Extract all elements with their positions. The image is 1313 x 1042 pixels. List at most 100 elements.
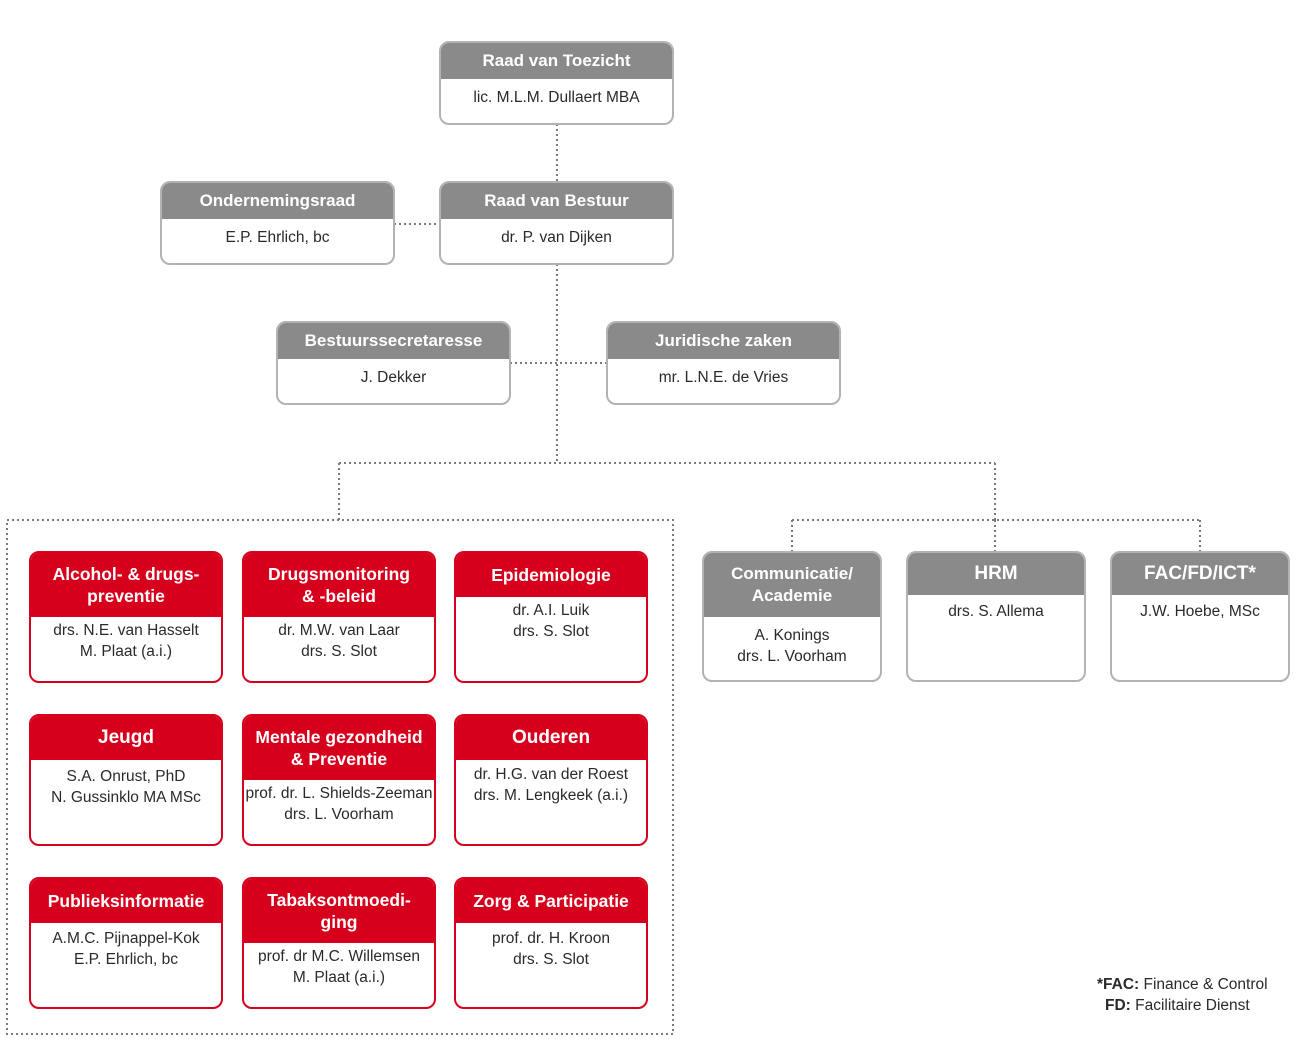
title-line: Jeugd	[98, 727, 154, 748]
title-line: HRM	[974, 563, 1018, 584]
box-jeugd: Jeugd S.A. Onrust, PhD N. Gussinklo MA M…	[29, 714, 223, 846]
title-line: Juridische zaken	[654, 331, 792, 350]
person-name: S.A. Onrust, PhD	[66, 768, 186, 785]
box-title: Raad van Toezicht	[441, 43, 672, 79]
box-title: Tabaksontmoedi- ging	[244, 879, 434, 943]
person-name: M. Plaat (a.i.)	[292, 969, 386, 986]
person-name: drs. L. Voorham	[737, 648, 847, 665]
box-names: dr. P. van Dijken	[441, 219, 672, 248]
title-line: Publieksinformatie	[47, 891, 205, 911]
title-line: Raad van Toezicht	[482, 51, 631, 70]
box-bestuurssecretaresse: Bestuurssecretaresse J. Dekker	[276, 321, 511, 405]
box-title: HRM	[908, 553, 1084, 595]
box-title: Raad van Bestuur	[441, 183, 672, 219]
person-name: drs. S. Slot	[513, 951, 589, 968]
person-name: drs. M. Lengkeek (a.i.)	[473, 787, 629, 804]
box-title: Ondernemingsraad	[162, 183, 393, 219]
title-line: & -beleid	[302, 586, 376, 606]
box-juridische-zaken: Juridische zaken mr. L.N.E. de Vries	[606, 321, 841, 405]
person-name: N. Gussinklo MA MSc	[51, 789, 201, 806]
box-title: Communicatie/ Academie	[704, 553, 880, 617]
person-name: dr. H.G. van der Roest	[473, 766, 629, 783]
box-names: dr. A.I. Luik drs. S. Slot	[456, 597, 646, 642]
box-names: E.P. Ehrlich, bc	[162, 219, 393, 248]
box-names: A. Konings drs. L. Voorham	[704, 617, 880, 667]
box-names: J. Dekker	[278, 359, 509, 388]
box-names: J.W. Hoebe, MSc	[1112, 595, 1288, 622]
box-title: Ouderen	[456, 716, 646, 760]
person-name: prof. dr. H. Kroon	[491, 930, 611, 947]
person-name: drs. L. Voorham	[284, 806, 394, 823]
person-name: prof. dr M.C. Willemsen	[258, 948, 420, 965]
footnote-key: FD:	[1105, 997, 1131, 1014]
box-epidemiologie: Epidemiologie dr. A.I. Luik drs. S. Slot	[454, 551, 648, 683]
title-line: Tabaksontmoedi-	[267, 890, 411, 910]
title-line: Raad van Bestuur	[484, 191, 629, 210]
title-line: Ouderen	[511, 727, 591, 748]
box-names: A.M.C. Pijnappel-Kok E.P. Ehrlich, bc	[31, 923, 221, 970]
box-mentale-gezondheid-preventie: Mentale gezondheid & Preventie prof. dr.…	[242, 714, 436, 846]
title-line: Academie	[751, 586, 833, 605]
title-line: Bestuurssecretaresse	[304, 331, 483, 350]
title-line: Zorg & Participatie	[473, 891, 629, 911]
box-drugsmonitoring-beleid: Drugsmonitoring & -beleid dr. M.W. van L…	[242, 551, 436, 683]
box-ondernemingsraad: Ondernemingsraad E.P. Ehrlich, bc	[160, 181, 395, 265]
box-raad-van-toezicht: Raad van Toezicht lic. M.L.M. Dullaert M…	[439, 41, 674, 125]
box-title: FAC/FD/ICT*	[1112, 553, 1288, 595]
title-line: Mentale gezondheid	[255, 727, 423, 747]
box-communicatie-academie: Communicatie/ Academie A. Konings drs. L…	[702, 551, 882, 682]
person-name: drs. S. Slot	[513, 623, 589, 640]
box-tabaksontmoediging: Tabaksontmoedi- ging prof. dr M.C. Wille…	[242, 877, 436, 1009]
box-names: S.A. Onrust, PhD N. Gussinklo MA MSc	[31, 760, 221, 808]
person-name: lic. M.L.M. Dullaert MBA	[473, 89, 640, 106]
box-names: prof. dr. L. Shields-Zeeman drs. L. Voor…	[244, 780, 434, 825]
person-name: dr. P. van Dijken	[501, 229, 612, 246]
box-title: Epidemiologie	[456, 553, 646, 597]
title-line: & Preventie	[290, 749, 388, 769]
box-names: drs. S. Allema	[908, 595, 1084, 622]
footnote-value: Finance & Control	[1143, 976, 1268, 993]
person-name: J.W. Hoebe, MSc	[1140, 603, 1260, 620]
box-publieksinformatie: Publieksinformatie A.M.C. Pijnappel-Kok …	[29, 877, 223, 1009]
footnote-key: *FAC:	[1097, 976, 1140, 993]
box-names: dr. M.W. van Laar drs. S. Slot	[244, 617, 434, 662]
person-name: E.P. Ehrlich, bc	[74, 951, 178, 968]
footnote-line-fac: *FAC: Finance & Control	[1097, 974, 1268, 995]
footnote: *FAC: Finance & Control FD: Facilitaire …	[1097, 974, 1268, 1016]
title-line: Epidemiologie	[491, 565, 611, 585]
person-name: drs. S. Slot	[301, 643, 377, 660]
person-name: E.P. Ehrlich, bc	[225, 229, 330, 246]
box-title: Drugsmonitoring & -beleid	[244, 553, 434, 617]
box-raad-van-bestuur: Raad van Bestuur dr. P. van Dijken	[439, 181, 674, 265]
box-names: dr. H.G. van der Roest drs. M. Lengkeek …	[456, 760, 646, 806]
person-name: dr. A.I. Luik	[512, 602, 590, 619]
box-ouderen: Ouderen dr. H.G. van der Roest drs. M. L…	[454, 714, 648, 846]
box-fac-fd-ict: FAC/FD/ICT* J.W. Hoebe, MSc	[1110, 551, 1290, 682]
box-names: drs. N.E. van Hasselt M. Plaat (a.i.)	[31, 617, 221, 662]
box-title: Alcohol- & drugs- preventie	[31, 553, 221, 617]
person-name: M. Plaat (a.i.)	[79, 643, 173, 660]
person-name: drs. S. Allema	[948, 603, 1044, 620]
person-name: A. Konings	[754, 627, 830, 644]
person-name: A.M.C. Pijnappel-Kok	[52, 930, 200, 947]
box-title: Jeugd	[31, 716, 221, 760]
box-names: prof. dr. H. Kroon drs. S. Slot	[456, 923, 646, 970]
box-title: Juridische zaken	[608, 323, 839, 359]
title-line: ging	[320, 912, 358, 932]
box-names: lic. M.L.M. Dullaert MBA	[441, 79, 672, 108]
title-line: Ondernemingsraad	[199, 191, 356, 210]
person-name: drs. N.E. van Hasselt	[53, 622, 199, 639]
footnote-value: Facilitaire Dienst	[1135, 997, 1250, 1014]
person-name: J. Dekker	[360, 369, 427, 386]
box-title: Bestuurssecretaresse	[278, 323, 509, 359]
person-name: dr. M.W. van Laar	[278, 622, 400, 639]
box-names: mr. L.N.E. de Vries	[608, 359, 839, 388]
box-hrm: HRM drs. S. Allema	[906, 551, 1086, 682]
box-title: Publieksinformatie	[31, 879, 221, 923]
box-title: Mentale gezondheid & Preventie	[244, 716, 434, 780]
title-line: Communicatie/	[731, 564, 853, 583]
person-name: prof. dr. L. Shields-Zeeman	[245, 785, 433, 802]
box-alcohol-drugs-preventie: Alcohol- & drugs- preventie drs. N.E. va…	[29, 551, 223, 683]
person-name: mr. L.N.E. de Vries	[658, 369, 789, 386]
